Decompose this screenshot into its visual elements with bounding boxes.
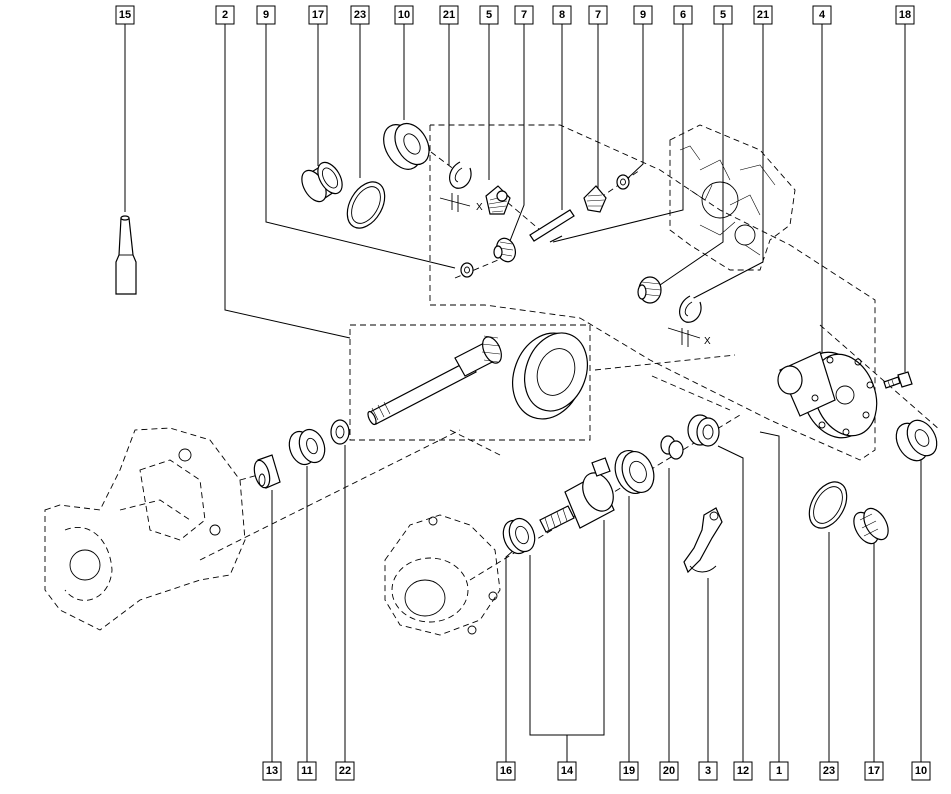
callout-21-top: 21 (439, 5, 459, 25)
bearing-12 (687, 414, 720, 447)
svg-text:17: 17 (312, 9, 324, 21)
callout-3-bottom: 3 (698, 761, 718, 781)
callout-23-top: 23 (350, 5, 370, 25)
svg-text:1: 1 (776, 765, 782, 777)
svg-text:7: 7 (595, 9, 601, 21)
callout-9-top: 9 (256, 5, 276, 25)
callout-17-top: 17 (308, 5, 328, 25)
dimension-marker-right: X (667, 327, 711, 347)
bearing-10-right (895, 419, 938, 462)
callout-5b-top: 5 (713, 5, 733, 25)
callout-10-top: 10 (394, 5, 414, 25)
svg-text:11: 11 (301, 765, 313, 777)
bolt-18 (883, 371, 913, 389)
svg-text:13: 13 (266, 765, 278, 777)
bushing-13 (253, 454, 281, 489)
thrust-washer-9-right (616, 174, 630, 190)
svg-text:18: 18 (899, 9, 911, 21)
planet-gear-5-right (637, 276, 662, 304)
seal-16 (502, 517, 536, 555)
side-gear-7 (493, 237, 517, 263)
callout-17-bottom: 17 (864, 761, 884, 781)
pinion-shaft-8 (529, 209, 575, 243)
bearing-10 (383, 122, 430, 170)
callout-5-top: 5 (479, 5, 499, 25)
bearing-11 (288, 428, 326, 466)
callout-10-bottom: 10 (911, 761, 931, 781)
callout-13-bottom: 13 (262, 761, 282, 781)
callout-4-top: 4 (812, 5, 832, 25)
side-gear-7-right (583, 185, 607, 213)
dimension-label-x-right: X (704, 336, 711, 347)
callout-14-bottom: 14 (557, 761, 577, 781)
shim-ring-23-bottom (808, 481, 848, 529)
thrust-washer-9 (460, 262, 474, 278)
callout-15-top: 15 (115, 5, 135, 25)
svg-text:9: 9 (640, 9, 646, 21)
callout-12-bottom: 12 (733, 761, 753, 781)
callout-2-top: 2 (215, 5, 235, 25)
svg-text:6: 6 (680, 9, 686, 21)
coupling-14 (539, 457, 615, 533)
callout-19-bottom: 19 (619, 761, 639, 781)
svg-text:23: 23 (354, 9, 366, 21)
circlip-21-right (679, 295, 702, 323)
svg-text:12: 12 (737, 765, 749, 777)
dimension-label-x-top: X (476, 202, 483, 213)
svg-text:23: 23 (823, 765, 835, 777)
svg-text:20: 20 (663, 765, 675, 777)
callout-22-bottom: 22 (335, 761, 355, 781)
svg-text:17: 17 (868, 765, 880, 777)
callout-7-top: 7 (514, 5, 534, 25)
svg-text:8: 8 (559, 9, 565, 21)
circlip-21 (449, 161, 472, 189)
leader-lines (124, 24, 922, 762)
tool-pin-15 (115, 215, 137, 295)
shim-ring-23 (346, 181, 386, 229)
callout-20-bottom: 20 (659, 761, 679, 781)
clutch-housing-bottom (384, 514, 501, 636)
planet-gear-5 (485, 185, 511, 215)
shaft-seal (512, 332, 588, 420)
callout-18-top: 18 (895, 5, 915, 25)
svg-text:10: 10 (915, 765, 927, 777)
differential-carrier-4 (777, 351, 878, 439)
svg-text:15: 15 (119, 9, 131, 21)
callout-1-bottom: 1 (769, 761, 789, 781)
carrier-bolt-holes (811, 356, 874, 436)
bearing-race-17-bottom (853, 507, 889, 545)
seal-19 (614, 450, 655, 494)
svg-text:14: 14 (561, 765, 574, 777)
svg-text:5: 5 (720, 9, 726, 21)
callout-21b-top: 21 (753, 5, 773, 25)
svg-text:21: 21 (757, 9, 769, 21)
callout-9b-top: 9 (633, 5, 653, 25)
bushing-20 (660, 435, 684, 460)
callout-11-bottom: 11 (297, 761, 317, 781)
svg-text:5: 5 (486, 9, 492, 21)
svg-text:22: 22 (339, 765, 351, 777)
svg-text:21: 21 (443, 9, 455, 21)
callout-16-bottom: 16 (496, 761, 516, 781)
svg-text:16: 16 (500, 765, 512, 777)
bearing-race-17 (301, 161, 343, 203)
differential-housing-6 (669, 124, 796, 271)
svg-text:10: 10 (398, 9, 410, 21)
callout-8-top: 8 (552, 5, 572, 25)
svg-text:3: 3 (705, 765, 711, 777)
shift-fork-3 (683, 507, 723, 574)
dimension-marker-top: X (439, 193, 483, 213)
svg-text:7: 7 (521, 9, 527, 21)
callout-7b-top: 7 (588, 5, 608, 25)
svg-text:4: 4 (819, 9, 826, 21)
svg-text:19: 19 (623, 765, 635, 777)
transmission-housing-left (44, 427, 246, 631)
washer-22 (330, 419, 350, 445)
callout-6-top: 6 (673, 5, 693, 25)
callout-23-bottom: 23 (819, 761, 839, 781)
svg-text:9: 9 (263, 9, 269, 21)
shaft-2 (367, 335, 502, 426)
svg-text:2: 2 (222, 9, 228, 21)
